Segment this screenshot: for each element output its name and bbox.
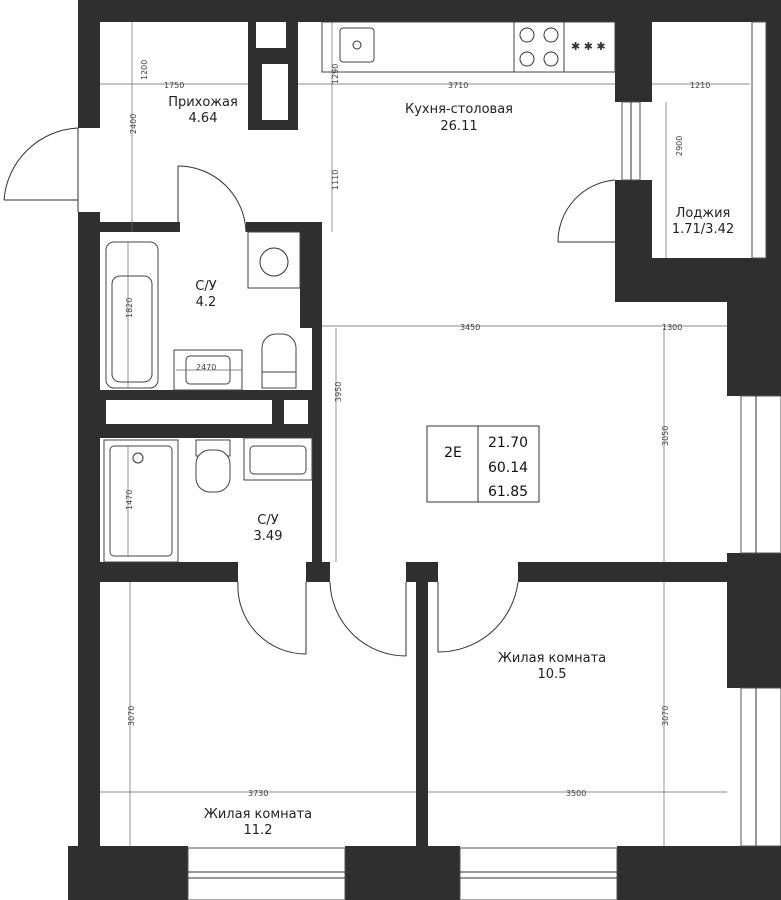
summary-box: 2Е 21.70 60.14 61.85 [426, 425, 540, 503]
outer-walls [68, 0, 781, 900]
dim-room-right-width: 3500 [566, 789, 586, 798]
hallway-name: Прихожая [168, 95, 238, 110]
room-right-name: Жилая комната [498, 651, 606, 666]
area-total: 60.14 [488, 460, 528, 476]
dim-loggia-height: 2900 [675, 136, 684, 156]
dim-bath2-height: 1470 [125, 490, 134, 510]
dim-mid-height-2: 3050 [661, 426, 670, 446]
loggia-area: 1.71/3.42 [672, 222, 734, 237]
dim-hall-height-1: 1200 [140, 60, 149, 80]
dim-hall-width: 1750 [164, 81, 184, 90]
dim-bath1-width: 2470 [196, 363, 216, 372]
dim-hall-height-2: 2400 [129, 114, 138, 134]
room-labels: Прихожая 4.64 Кухня-столовая 26.11 Лоджи… [168, 95, 734, 838]
room-left-area: 11.2 [244, 823, 273, 838]
dim-mid-height: 3950 [334, 382, 343, 402]
dimension-labels: 1750 1200 2400 3710 1290 1110 1210 2900 … [125, 60, 710, 798]
bath2-name: С/У [257, 513, 278, 528]
dim-kitchen-height-1: 1290 [331, 64, 340, 84]
dim-room-left-height: 3070 [127, 706, 136, 726]
area-living: 21.70 [488, 435, 528, 451]
room-left-name: Жилая комната [204, 807, 312, 822]
apartment-type: 2Е [444, 445, 462, 461]
windows [187, 21, 781, 900]
bath1-area: 4.2 [196, 295, 217, 310]
dim-kitchen-height-2: 1110 [331, 170, 340, 190]
interior-walls [100, 22, 727, 846]
bath2-area: 3.49 [254, 529, 283, 544]
area-with-loggia: 61.85 [488, 484, 528, 500]
room-right-area: 10.5 [538, 667, 567, 682]
fixtures: ✱ ✱ ✱ [103, 21, 616, 563]
dim-mid-width-2: 1300 [662, 323, 682, 332]
doors [3, 127, 616, 657]
dim-room-left-width: 3730 [248, 789, 268, 798]
loggia-name: Лоджия [676, 206, 731, 221]
dimension-lines [100, 22, 750, 846]
stove-marks-text: ✱ ✱ ✱ [571, 40, 606, 53]
bath1-name: С/У [195, 279, 216, 294]
hallway-area: 4.64 [189, 111, 218, 126]
dim-mid-width: 3450 [460, 323, 480, 332]
kitchen-name: Кухня-столовая [405, 102, 513, 117]
kitchen-area: 26.11 [440, 119, 477, 134]
dim-bath1-height: 1820 [125, 298, 134, 318]
dim-room-right-height: 3070 [661, 706, 670, 726]
dim-loggia-width: 1210 [690, 81, 710, 90]
dim-kitchen-width: 3710 [448, 81, 468, 90]
